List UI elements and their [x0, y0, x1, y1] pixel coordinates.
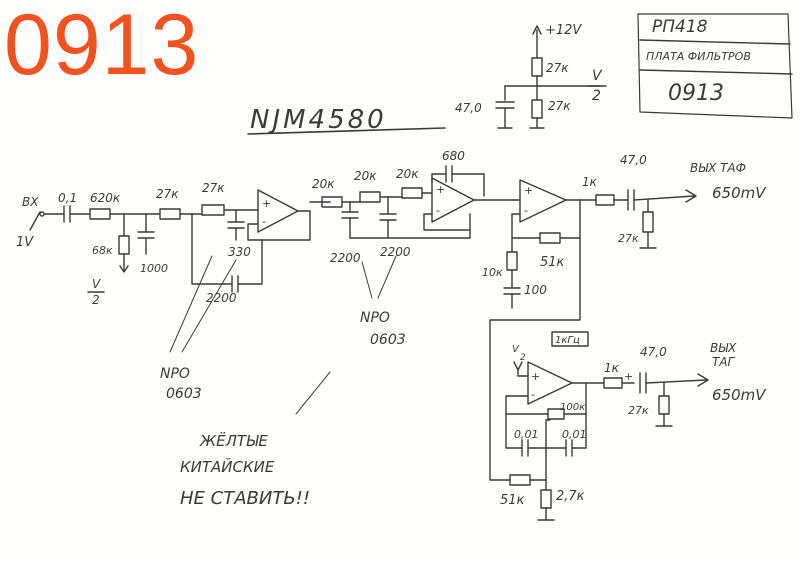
- tg-out-label2: ТАГ: [712, 355, 736, 369]
- supply-cap: 47,0: [455, 101, 482, 115]
- input-r-series: 620к: [90, 191, 121, 205]
- note-npo2: NPO: [360, 310, 390, 326]
- input-bias-v: V: [92, 277, 101, 291]
- stage1-r2: 27к: [202, 181, 225, 195]
- svg-text:-: -: [531, 388, 535, 401]
- tg-out-r: 1к: [604, 361, 620, 375]
- supply-r-bottom: 27к: [548, 99, 571, 113]
- lpf-out-label: ВЫХ ТАФ: [690, 161, 746, 175]
- stage3-amplifier: + - 51к 10к 100: [482, 179, 597, 481]
- tg-out-label: ВЫХ: [710, 341, 737, 355]
- stage2-filter: 20к 20к 20к 2200 2200 + -: [312, 149, 521, 265]
- lpf-out-cap: 47,0: [620, 153, 647, 167]
- osc-r2: 2,7к: [556, 489, 585, 504]
- stage2-r2: 20к: [354, 169, 377, 183]
- chip-title: NJM4580: [247, 105, 446, 135]
- stage1-r1: 27к: [156, 187, 179, 201]
- stage2-r1: 20к: [312, 177, 335, 191]
- lpf-out-r-load: 27к: [618, 232, 639, 245]
- input-bias-den: 2: [92, 293, 100, 307]
- tg-output: 1к + 47,0 27к ВЫХ ТАГ 650mV: [603, 341, 767, 427]
- title-block-name: ПЛАТА ФИЛЬТРОВ: [646, 50, 751, 63]
- tg-out-level: 650mV: [712, 386, 767, 404]
- note-warning-line2: КИТАЙСКИЕ: [180, 457, 275, 476]
- osc-freq: 1кГц: [555, 335, 580, 346]
- note-npo1: NPO: [160, 366, 190, 382]
- note-warning-line3: НЕ СТАВИТЬ!!: [180, 488, 310, 509]
- osc-c1: 0,01: [514, 428, 539, 441]
- supply-r-top: 27к: [546, 61, 569, 75]
- note-npo1b: 0603: [166, 386, 202, 402]
- oscillator-section: 1кГц V 2 + - 100к 0,01 0,01: [500, 331, 605, 521]
- note-npo2b: 0603: [370, 332, 406, 348]
- svg-text:+: +: [524, 184, 533, 197]
- osc-vref-den: 2: [520, 353, 526, 363]
- input-cap-shunt: 1000: [140, 262, 168, 275]
- svg-text:+: +: [436, 183, 445, 196]
- svg-text:+: +: [262, 197, 271, 210]
- note-warning-line1: ЖЁЛТЫЕ: [199, 431, 268, 450]
- tg-out-r-load: 27к: [628, 404, 649, 417]
- stage2-c1: 2200: [330, 251, 361, 265]
- svg-text:+: +: [531, 370, 540, 383]
- input-label: ВХ: [22, 195, 39, 209]
- osc-r-fb: 100к: [560, 402, 585, 413]
- input-level: 1V: [16, 235, 34, 250]
- input-section: ВХ 1V 0,1 620к 68к V 2 1000: [16, 191, 168, 307]
- stage3-r-fb: 51к: [540, 255, 565, 270]
- osc-r1: 51к: [500, 493, 525, 508]
- supply-divider: +12V 27к 27к 47,0 V 2: [455, 23, 607, 129]
- input-r-bias: 68к: [92, 244, 113, 257]
- stage3-r-in: 10к: [482, 266, 503, 279]
- osc-vref: V: [512, 344, 520, 355]
- tg-out-cap: 47,0: [640, 345, 667, 359]
- title-block: РП418 ПЛАТА ФИЛЬТРОВ 0913: [637, 13, 793, 119]
- svg-text:+: +: [624, 370, 633, 383]
- osc-c2: 0,01: [562, 428, 587, 441]
- stage2-c-fb: 680: [442, 149, 465, 163]
- lpf-out-level: 650mV: [712, 184, 767, 202]
- title-block-number: 0913: [668, 81, 724, 106]
- svg-text:-: -: [262, 215, 266, 228]
- stage1-c1: 330: [228, 245, 251, 259]
- supply-rail-label: +12V: [545, 23, 582, 38]
- handwritten-notes: NPO 0603 NPO 0603 ЖЁЛТЫЕ КИТАЙСКИЕ НЕ СТ…: [160, 255, 406, 509]
- stage2-c2: 2200: [380, 245, 411, 259]
- svg-text:-: -: [436, 204, 440, 217]
- stage1-c2: 2200: [206, 291, 237, 305]
- supply-half-den: 2: [592, 88, 601, 104]
- stage2-r3: 20к: [396, 167, 419, 181]
- supply-half-label: V: [592, 68, 603, 84]
- sheet-number-stamp: 0913: [4, 0, 200, 93]
- lpf-out-r: 1к: [582, 175, 598, 189]
- input-cap: 0,1: [58, 191, 77, 205]
- stage3-cap: 100: [524, 283, 547, 297]
- stage1-filter: 27к 27к 2200 330 + -: [156, 181, 331, 305]
- title-block-code: РП418: [652, 17, 708, 37]
- svg-text:-: -: [524, 204, 528, 217]
- lpf-output: 1к 47,0 27к ВЫХ ТАФ 650mV: [582, 153, 767, 249]
